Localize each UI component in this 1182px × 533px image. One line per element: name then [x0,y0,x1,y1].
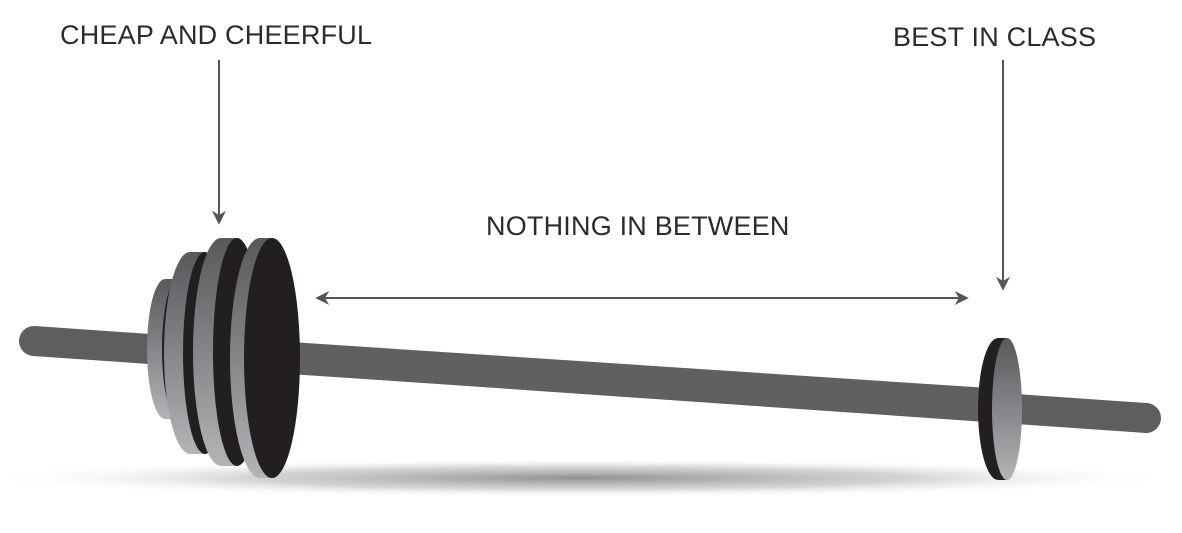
barbell-sleeve [288,342,990,420]
nothing-in-between-label: NOTHING IN BETWEEN [486,211,790,241]
floor-shadow [0,458,1180,498]
best-in-class-label: BEST IN CLASS [893,22,1097,52]
plate [230,238,300,478]
cheap-and-cheerful-label: CHEAP AND CHEERFUL [60,20,373,50]
barbell-icon [19,238,1161,480]
small-plate [978,338,1022,480]
heavy-plates [147,238,300,478]
